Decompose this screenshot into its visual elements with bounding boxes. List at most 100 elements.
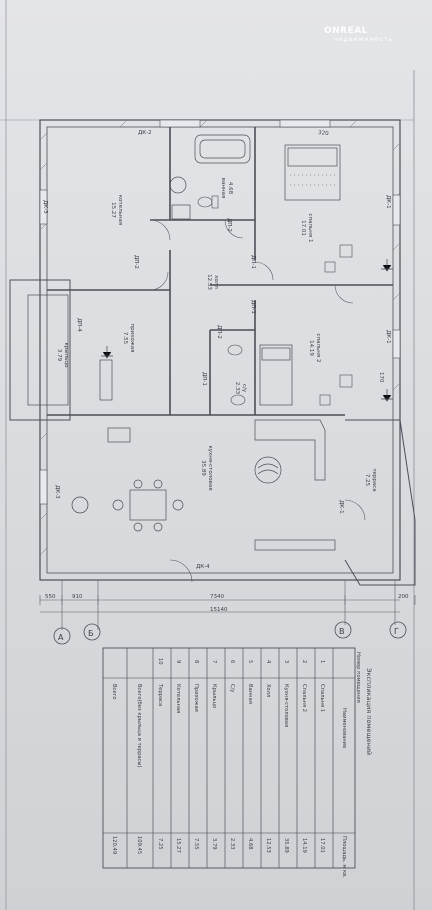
label-terrace-name: терраса xyxy=(371,468,377,491)
row-num: 8 xyxy=(193,660,199,663)
row-area: 4.68 xyxy=(247,838,253,850)
row-area: 35.89 xyxy=(283,838,289,853)
row-name: Холл xyxy=(265,684,271,697)
row-area: 7.25 xyxy=(157,838,163,850)
door-code: ДП-2 xyxy=(226,218,232,232)
row-name-total-excl: Всего(без крыльца и террасы) xyxy=(136,684,142,768)
row-num: 5 xyxy=(247,660,253,663)
explication-table: Экспликация помещений Номер помещения На… xyxy=(102,647,373,878)
row-num: 4 xyxy=(265,660,271,664)
door-code: ДК-1 xyxy=(338,500,344,514)
dim-15140: 15140 xyxy=(210,607,228,613)
door-code: ДП-2 xyxy=(216,325,222,339)
door-code: ДК-3 xyxy=(42,200,48,214)
axis-markers xyxy=(53,621,407,645)
row-name: С/у xyxy=(229,684,235,692)
dimension-lines xyxy=(39,580,416,630)
row-name: Ванная xyxy=(247,684,253,704)
row-name: Крыльцо xyxy=(211,684,217,708)
row-num: 7 xyxy=(211,660,217,663)
label-kitchen: 35.89 xyxy=(200,460,206,476)
row-num: 3 xyxy=(283,660,289,663)
row-area: 7.55 xyxy=(193,838,199,850)
label-bath-name: ванная xyxy=(220,178,226,198)
kitchen-counter xyxy=(254,419,336,551)
armchairs xyxy=(319,244,353,406)
col-name: Наименование xyxy=(341,708,347,748)
watermark-sub: недвижимость xyxy=(334,36,394,43)
door-code: ДК-1 xyxy=(385,330,391,344)
door-code: ДК-2 xyxy=(138,130,152,136)
row-area: 12.53 xyxy=(265,838,271,853)
row-name: Кухня-столовая xyxy=(283,684,289,727)
dining-table xyxy=(112,479,184,532)
row-area: 2.33 xyxy=(229,838,235,850)
outer-walls xyxy=(9,119,416,586)
bed-double xyxy=(284,144,341,201)
door-code: ДК-1 xyxy=(385,195,391,209)
door-code: ДП-4 xyxy=(76,318,82,332)
plants xyxy=(71,259,393,514)
row-num: 9 xyxy=(175,660,181,663)
row-name: Терраса xyxy=(157,683,163,706)
row-name-total: Всего xyxy=(111,684,117,700)
table-title: Экспликация помещений xyxy=(365,668,373,755)
windows xyxy=(39,119,401,505)
interior-walls xyxy=(47,127,393,416)
door-codes: ДК-2 ДК-3 ДК-3 ДК-4 ДП-1 ДП-1 ДП-1 ДП-2 … xyxy=(42,130,391,570)
label-boiler-name: котельная xyxy=(117,195,123,225)
label-bed2-name: спальня 2 xyxy=(315,334,321,363)
col-num: Номер помещения xyxy=(355,652,361,703)
label-hall-name: холл xyxy=(213,275,219,289)
row-name: Прихожая xyxy=(193,684,199,712)
watermark-brand: ONREAL xyxy=(324,26,368,36)
dim-top: 320 xyxy=(318,130,330,137)
row-num: 10 xyxy=(157,658,163,665)
row-area: 3.79 xyxy=(211,838,217,850)
room-labels: 15.27 котельная ванная 4.68 17.01 спальн… xyxy=(56,178,377,492)
row-num: 6 xyxy=(229,660,235,663)
row-area-total-excl: 109.45 xyxy=(136,836,142,854)
label-bed1: 17.01 xyxy=(300,220,306,236)
toilet-fixture xyxy=(197,195,246,406)
label-wc-name: с/у xyxy=(241,384,247,393)
row-num: 2 xyxy=(301,660,307,663)
label-boiler: 15.27 xyxy=(110,202,116,218)
door-code: ДП-2 xyxy=(133,255,139,269)
row-name: Котельная xyxy=(175,684,181,713)
label-hall: 12.53 xyxy=(206,274,212,290)
label-kitchen-name: кухня-столовая xyxy=(207,445,213,490)
door-code: ДП-1 xyxy=(250,255,256,269)
axis-b: Б xyxy=(88,629,94,638)
label-entry: 7.55 xyxy=(122,332,128,345)
label-terrace: 7.25 xyxy=(364,474,370,487)
boiler-fixtures xyxy=(99,176,191,443)
col-area: Площадь, м кв. xyxy=(341,836,347,878)
dim-550: 550 xyxy=(45,594,56,600)
door-code: ДК-4 xyxy=(196,564,210,570)
row-area-total: 120.49 xyxy=(111,836,117,854)
row-name: Спальня 1 xyxy=(319,684,325,712)
dim-right: 170 xyxy=(378,372,384,383)
door-code: ДП-1 xyxy=(201,372,207,386)
dim-7340: 7340 xyxy=(210,594,224,600)
label-porch: 3.79 xyxy=(56,349,62,362)
label-bed2: 14.19 xyxy=(308,340,314,356)
axis-a: А xyxy=(58,633,64,642)
label-wc: 2.33 xyxy=(234,382,240,395)
axis-g: Г xyxy=(394,627,399,636)
row-area: 17.01 xyxy=(319,838,325,853)
bed-single xyxy=(259,344,293,406)
label-entry-name: прихожая xyxy=(129,324,135,353)
label-porch-name: крыльцо xyxy=(63,342,69,368)
dim-200: 200 xyxy=(398,594,409,600)
row-num: 1 xyxy=(319,660,325,663)
door-code: ДП-1 xyxy=(250,300,256,314)
dim-910: 910 xyxy=(72,594,83,600)
row-area: 15.27 xyxy=(175,838,181,853)
label-bath: 4.68 xyxy=(227,182,233,195)
watermark-logo: ONREAL недвижимость xyxy=(324,26,393,43)
bathtub xyxy=(194,134,251,164)
